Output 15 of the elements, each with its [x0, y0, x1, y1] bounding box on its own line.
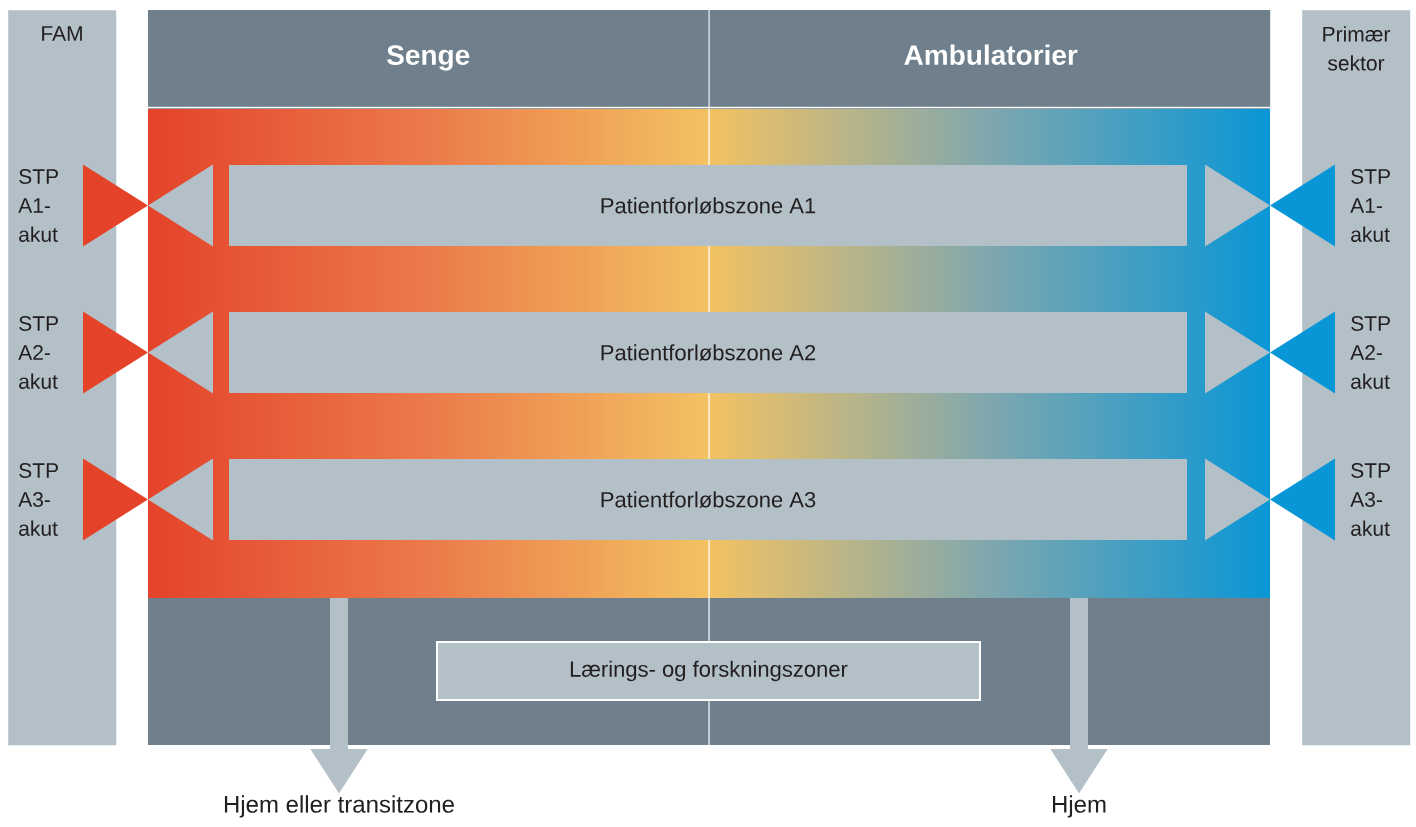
column-label: STP A2- akut [1350, 316, 1390, 389]
zone-bar: Patientforløbszone A3 [229, 459, 1187, 540]
zone-box: Lærings- og forskningszoner [436, 641, 981, 701]
destination-label: Hjem [1053, 795, 1106, 818]
column-label: STP A1- akut [18, 169, 58, 242]
column-label: STP A3- akut [1350, 463, 1390, 536]
column-label: STP A2- akut [18, 316, 58, 389]
header-band: Senge [148, 10, 709, 107]
zone-bar: Patientforløbszone A2 [229, 312, 1187, 393]
column-label: STP A3- akut [18, 463, 58, 536]
node-label: Senge [387, 45, 470, 71]
destination-label: Hjem eller transitzone [224, 795, 454, 818]
header-band: Ambulatorier [711, 10, 1271, 107]
column-label: STP A1- akut [1350, 169, 1390, 242]
zone-bar: Patientforløbszone A1 [229, 165, 1187, 246]
